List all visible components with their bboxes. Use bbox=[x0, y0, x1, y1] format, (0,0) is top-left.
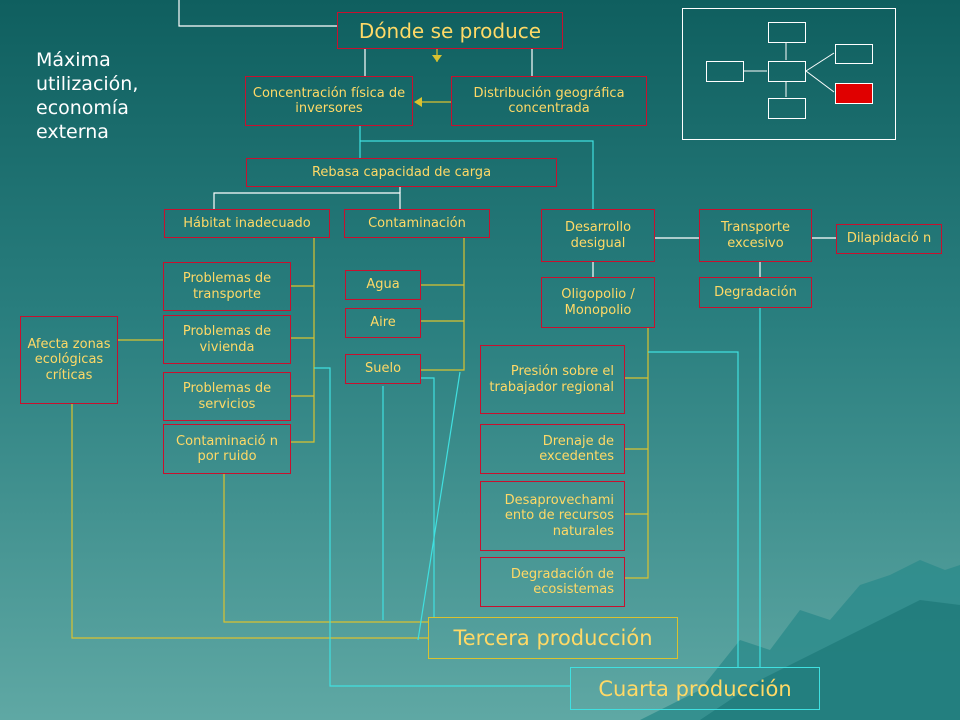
side-title: Máxima utilización, economía externa bbox=[36, 49, 139, 143]
node-tercera-produccion: Tercera producción bbox=[428, 617, 678, 659]
node-contaminacion: Contaminación bbox=[344, 209, 490, 238]
node-drenaje: Drenaje de excedentes bbox=[480, 424, 625, 474]
mini-map-box-center bbox=[768, 61, 806, 82]
node-degradacion: Degradación bbox=[699, 277, 812, 308]
mini-map-lines bbox=[743, 43, 835, 97]
node-agua: Agua bbox=[345, 270, 421, 300]
node-desarrollo: Desarrollo desigual bbox=[541, 209, 655, 262]
node-concentracion: Concentración física de inversores bbox=[245, 76, 413, 126]
mini-map bbox=[682, 8, 896, 140]
node-afecta: Afecta zonas ecológicas críticas bbox=[20, 316, 118, 404]
node-donde-se-produce: Dónde se produce bbox=[337, 12, 563, 49]
node-prob-vivienda: Problemas de vivienda bbox=[163, 315, 291, 364]
node-rebasa: Rebasa capacidad de carga bbox=[246, 158, 557, 187]
node-aire: Aire bbox=[345, 308, 421, 338]
node-cuarta-produccion: Cuarta producción bbox=[570, 667, 820, 710]
mini-map-box-highlight bbox=[835, 83, 873, 104]
node-contam-ruido: Contaminació n por ruido bbox=[163, 424, 291, 474]
node-presion: Presión sobre el trabajador regional bbox=[480, 345, 625, 414]
mini-map-box-right-top bbox=[835, 44, 873, 64]
node-dilapidacion: Dilapidació n bbox=[836, 224, 942, 254]
node-suelo: Suelo bbox=[345, 354, 421, 384]
node-oligopolio: Oligopolio / Monopolio bbox=[541, 277, 655, 328]
node-transporte-excesivo: Transporte excesivo bbox=[699, 209, 812, 262]
node-prob-transporte: Problemas de transporte bbox=[163, 262, 291, 311]
node-habitat: Hábitat inadecuado bbox=[164, 209, 330, 238]
mini-map-box-top bbox=[768, 22, 806, 43]
mini-map-box-bottom bbox=[768, 98, 806, 119]
node-prob-servicios: Problemas de servicios bbox=[163, 372, 291, 421]
node-desaprovechamiento: Desaprovechami ento de recursos naturale… bbox=[480, 481, 625, 551]
node-distribucion: Distribución geográfica concentrada bbox=[451, 76, 647, 126]
node-degradacion-eco: Degradación de ecosistemas bbox=[480, 557, 625, 607]
